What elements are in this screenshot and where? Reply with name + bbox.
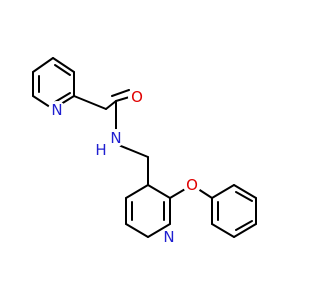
bond (115, 143, 149, 158)
atom-h-amide: H (93, 141, 109, 159)
bond (211, 184, 235, 199)
atom-label: N (110, 129, 121, 147)
bond (125, 223, 149, 238)
bond (52, 57, 75, 73)
atom-n-pyr1: N (48, 101, 66, 119)
atom-label: O (186, 176, 198, 194)
bond (105, 100, 117, 110)
bond (54, 64, 71, 76)
atom-label: H (95, 141, 106, 159)
atom-o-amide: O (128, 88, 146, 106)
bond (235, 191, 253, 202)
bond (32, 57, 54, 73)
bond (233, 223, 257, 238)
bond (147, 223, 171, 238)
bond (211, 223, 235, 238)
bond (233, 184, 257, 199)
atom-label: N (163, 228, 174, 246)
bond (235, 220, 253, 231)
atom-label: N (51, 101, 62, 119)
atom-n-amide: N (107, 129, 125, 147)
bond (111, 89, 130, 97)
atom-o-ether: O (183, 176, 201, 194)
bond (73, 95, 107, 110)
atom-n-pyr2: N (160, 228, 178, 246)
bond (147, 184, 171, 199)
atom-label: O (131, 88, 143, 106)
atom-layer: N O N H O N (48, 88, 201, 246)
bond (125, 184, 149, 199)
bond (54, 92, 71, 103)
molecule-structure: N O N H O N (32, 57, 257, 246)
bond-layer (32, 57, 257, 238)
